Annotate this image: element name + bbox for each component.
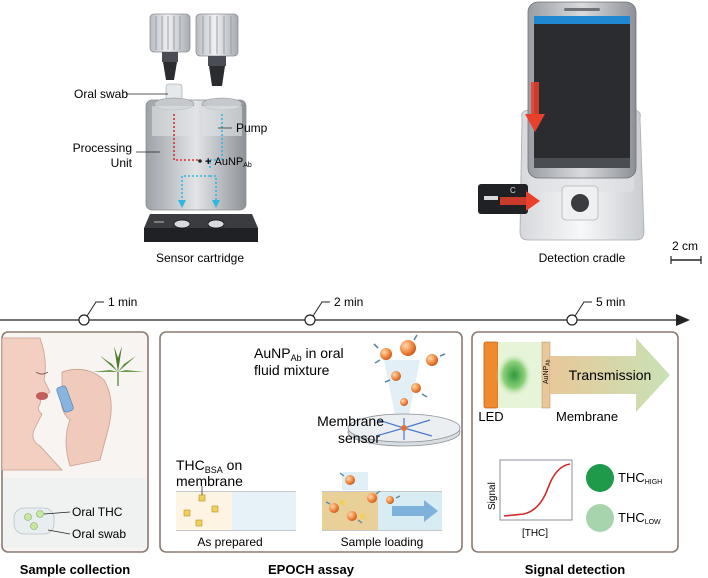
led-label: LED — [478, 409, 503, 424]
oral-thc-label: Oral THC — [72, 505, 123, 519]
sample-collection-title: Sample collection — [20, 562, 131, 577]
svg-text:C: C — [510, 186, 516, 195]
aunp-fluid-label-2: fluid mixture — [254, 362, 330, 378]
swab-stick-icon — [56, 385, 74, 413]
oral-swab-label: Oral swab — [74, 87, 128, 101]
timeline: 1 min 2 min 5 min — [0, 295, 690, 326]
thc-low-indicator — [586, 504, 614, 532]
detection-cradle-label: Detection cradle — [539, 251, 626, 265]
thc-high-label: THCHIGH — [618, 470, 662, 486]
processing-unit-label-1: Processing — [73, 141, 132, 155]
sample-flow-path — [173, 114, 200, 161]
thc-high-indicator — [586, 464, 614, 492]
membrane-sensor-label-2: sensor — [338, 430, 380, 446]
pump-label: Pump — [236, 121, 268, 135]
signal-curve-chart: Signal [THC] — [487, 459, 573, 539]
membrane-disc-icon — [347, 413, 461, 447]
processing-unit-label-2: Unit — [111, 156, 133, 170]
swab-tip-icon — [13, 507, 55, 535]
transmission-label: Transmission — [569, 367, 652, 383]
sensor-cartridge — [144, 214, 258, 242]
signal-detection-title: Signal detection — [525, 562, 625, 577]
thc-bsa-label-1: THCBSA on — [176, 457, 242, 475]
scale-bar-label: 2 cm — [672, 239, 698, 253]
aunp-band-label: AuNPAb — [543, 359, 552, 384]
insert-arrow-icon — [525, 82, 545, 132]
as-prepared-label: As prepared — [197, 535, 262, 549]
thc-bsa-label-2: membrane — [176, 473, 243, 489]
timeline-label-2: 2 min — [334, 295, 363, 309]
face-illustration — [1, 337, 63, 471]
epoch-assay-panel: AuNPAb in oral fluid mixture Membrane se… — [159, 331, 463, 553]
signal-curve — [503, 463, 571, 517]
sample-collection-panel: Oral THC Oral swab — [1, 331, 149, 553]
timeline-label-3: 5 min — [596, 295, 625, 309]
smartphone — [527, 1, 637, 179]
hand-illustration — [60, 368, 112, 467]
aunp-particles — [373, 334, 446, 406]
timeline-marker-3: 5 min — [566, 295, 625, 326]
aunp-fluid-label-1: AuNPAb in oral — [254, 345, 344, 363]
signal-detection-panel: AuNPAb Transmission LED Membrane Signal … — [471, 331, 679, 553]
pump-knob-icon — [195, 13, 239, 86]
timeline-label-1: 1 min — [108, 295, 137, 309]
sensor-cartridge-label: Sensor cartridge — [156, 251, 244, 265]
epoch-assay-title: EPOCH assay — [268, 562, 355, 577]
timeline-marker-2: 2 min — [304, 295, 363, 326]
reagent-flow-path — [209, 114, 223, 168]
signal-axis-label: Signal — [487, 482, 498, 510]
sample-loading-label: Sample loading — [341, 535, 424, 549]
swab-knob-icon — [149, 13, 191, 80]
cannabis-leaf-icon — [92, 346, 144, 386]
scale-bar — [670, 256, 702, 264]
sample-loading-channel — [322, 472, 442, 531]
transmission-arrow — [550, 338, 670, 412]
aunp-ab-label: + AuNPAb — [205, 156, 252, 169]
as-prepared-channel — [176, 486, 296, 531]
thc-low-label: THCLOW — [618, 510, 661, 526]
membrane-label: Membrane — [556, 409, 618, 424]
membrane-sensor-label-1: Membrane — [317, 413, 384, 429]
timeline-marker-1: 1 min — [78, 295, 137, 326]
led-icon — [483, 341, 499, 409]
oral-swab-inset-label: Oral swab — [72, 527, 126, 541]
thc-axis-label: [THC] — [522, 528, 548, 539]
processing-device — [145, 13, 247, 211]
timeline-arrow-icon — [676, 314, 690, 326]
